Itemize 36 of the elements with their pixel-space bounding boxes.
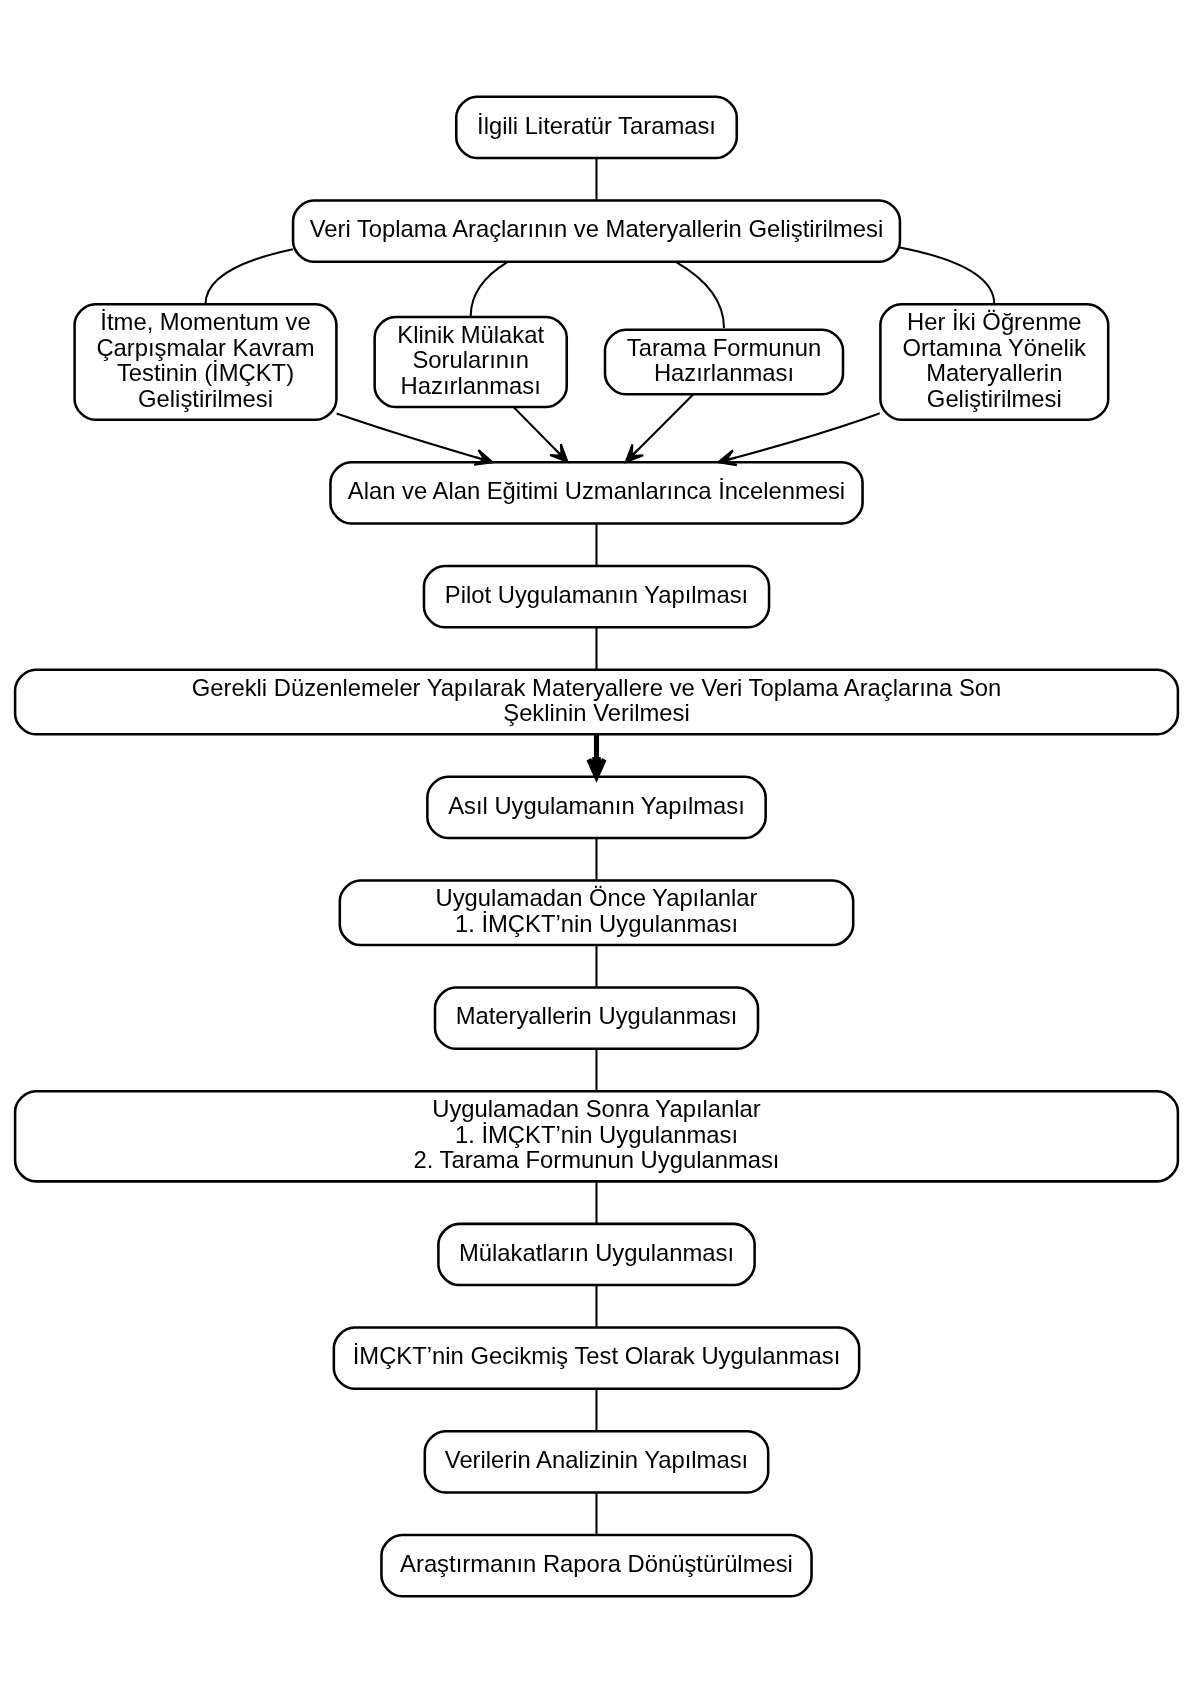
node-box: Uygulamadan Önce Yapılanlar 1. İMÇKT’nin Uygulanması (338, 879, 855, 947)
connector (595, 945, 598, 988)
connector (595, 838, 598, 881)
connector (595, 627, 598, 670)
node-box: İMÇKT’nin Gecikmiş Test Olarak Uygulanması (332, 1326, 861, 1391)
node-box: Verilerin Analizinin Yapılması (423, 1430, 770, 1494)
node-box: Tarama Formunun Hazırlanması (603, 328, 845, 396)
node-box: Gerekli Düzenlemeler Yapılarak Materyallere ve Veri Toplama Araçlarına Son Şeklinin Verilmesi (13, 668, 1180, 736)
connector (469, 261, 509, 317)
arrow (624, 393, 694, 463)
arrow (586, 734, 607, 780)
connector (595, 1181, 598, 1224)
node-box: Asıl Uygulamanın Yapılması (426, 775, 767, 840)
node-box: Her İki Öğrenme Ortamına Yönelik Materyallerin Geliştirilmesi (879, 302, 1110, 422)
node-box: Uygulamadan Sonra Yapılanlar 1. İMÇKT’nin Uygulanması 2. Tarama Formunun Uygulanması (13, 1090, 1180, 1183)
connector (595, 1492, 598, 1535)
node-box: Materyallerin Uygulanması (433, 986, 760, 1051)
arrow (513, 406, 569, 463)
node-box: Araştırmanın Rapora Dönüştürülmesi (380, 1533, 813, 1598)
node-box: İlgili Literatür Taraması (454, 95, 739, 160)
connector (595, 1285, 598, 1328)
connector (595, 1048, 598, 1091)
node-box: Alan ve Alan Eğitimi Uzmanlarınca İncelenmesi (329, 461, 864, 525)
connector (675, 261, 725, 329)
arrow (717, 412, 881, 467)
connector (595, 1388, 598, 1431)
node-box: Klinik Mülakat Sorularının Hazırlanması (373, 315, 569, 409)
node-box: Pilot Uygulamanın Yapılması (422, 564, 771, 629)
connector (899, 246, 996, 305)
connector (595, 523, 598, 566)
node-box: İtme, Momentum ve Çarpışmalar Kavram Testinin (İMÇKT) Geliştirilmesi (73, 302, 338, 422)
arrow (336, 412, 494, 466)
connector (204, 248, 293, 305)
node-box: Veri Toplama Araçlarının ve Materyallerin Geliştirilmesi (291, 199, 902, 263)
connector (595, 158, 598, 201)
node-box: Mülakatların Uygulanması (437, 1222, 756, 1287)
